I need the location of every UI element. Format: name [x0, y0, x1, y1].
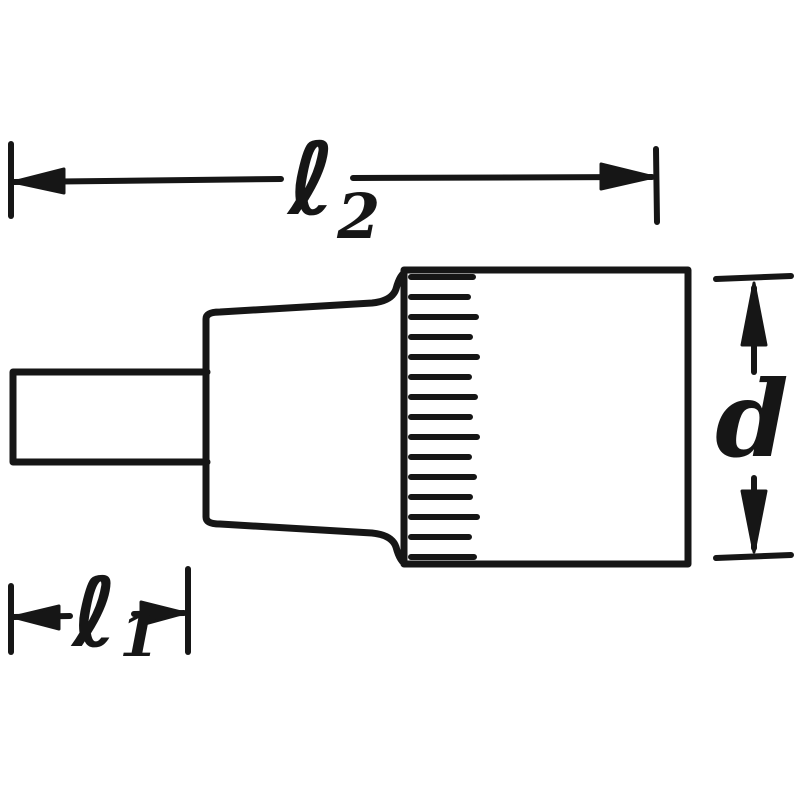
l2-extension-tick-right — [653, 146, 660, 225]
d-arrow-up-icon — [740, 281, 768, 347]
l2-symbol: ℓ — [286, 120, 335, 238]
d-extension-tick-top — [713, 273, 794, 282]
d-label: d — [715, 357, 788, 481]
l2-arrow-left-icon — [11, 167, 66, 195]
socket-body — [400, 266, 692, 568]
l2-arrow-right-icon — [599, 162, 656, 191]
l1-arrow-right-icon — [139, 600, 187, 627]
d-extension-tick-bottom — [713, 552, 794, 561]
bit-shaft — [9, 368, 211, 466]
l1-subscript: 1 — [119, 602, 159, 670]
l1-symbol: ℓ — [70, 556, 117, 669]
l2-subscript: 2 — [336, 180, 380, 253]
collar — [202, 268, 410, 568]
l2-label: ℓ2 — [286, 120, 380, 253]
l1-label: ℓ1 — [70, 556, 160, 670]
dimension-l2: ℓ2 — [8, 120, 660, 253]
l1-arrow-left-icon — [11, 604, 61, 631]
dimension-d: d — [713, 273, 794, 561]
d-arrow-down-icon — [740, 489, 768, 554]
knurling — [408, 274, 480, 560]
socket-bit-drawing — [9, 266, 692, 568]
dimension-l1: ℓ1 — [8, 556, 191, 670]
